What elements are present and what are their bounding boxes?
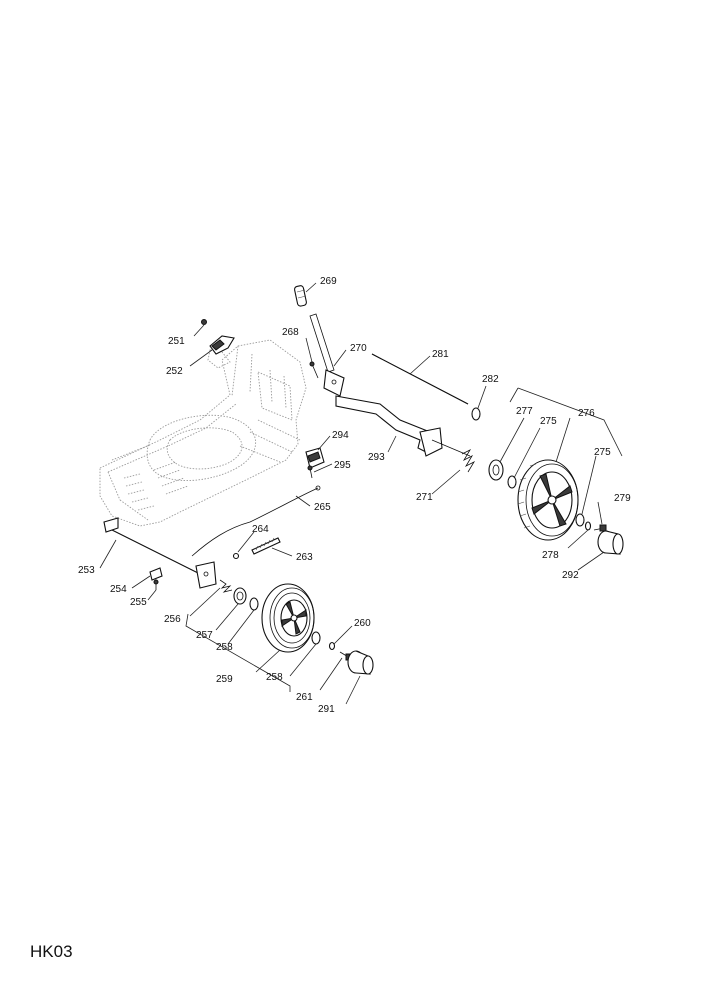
bushing-275b	[575, 513, 585, 527]
part-label-p279: 279	[614, 493, 631, 504]
hubcap-291	[347, 650, 374, 675]
cable-265	[191, 485, 321, 557]
part-label-p254: 254	[110, 584, 127, 595]
washer-260	[328, 641, 336, 651]
height-lever-270	[309, 313, 345, 397]
part-label-p293: 293	[368, 452, 385, 463]
part-label-p275a: 275	[540, 416, 557, 427]
diagram-code: HK03	[30, 942, 73, 961]
nut-251	[201, 319, 207, 325]
spring-256	[219, 579, 233, 593]
part-label-p252: 252	[166, 366, 183, 377]
screw-279	[593, 524, 607, 532]
grip-sleeve-269	[294, 285, 307, 307]
part-label-p263: 263	[296, 552, 313, 563]
front-wheel-259	[261, 583, 315, 653]
pin-268	[309, 361, 319, 379]
bracket-252	[209, 335, 235, 355]
spring-bar-263	[251, 537, 281, 555]
part-label-p268: 268	[282, 327, 299, 338]
part-label-p258b: 258	[266, 672, 283, 683]
bearing-277	[488, 459, 504, 481]
axle-rod-281	[371, 353, 469, 405]
part-label-p264: 264	[252, 524, 269, 535]
part-label-p282: 282	[482, 374, 499, 385]
part-label-p253: 253	[78, 565, 95, 576]
cable-clip-294	[305, 447, 325, 469]
part-label-p269: 269	[320, 276, 337, 287]
part-label-p295: 295	[334, 460, 351, 471]
bushing-258a	[249, 597, 259, 611]
part-label-p294: 294	[332, 430, 349, 441]
part-label-p271: 271	[416, 492, 433, 503]
axle-bracket-293	[335, 395, 471, 457]
part-label-p255: 255	[130, 597, 147, 608]
part-label-p261: 261	[296, 692, 313, 703]
front-axle-253	[103, 517, 217, 589]
mower-deck-outline	[99, 339, 307, 527]
rear-wheel-276	[517, 459, 579, 541]
screw-295	[307, 465, 313, 479]
washer-282	[471, 407, 481, 421]
bushing-258b	[311, 631, 321, 645]
spring-271	[461, 449, 476, 473]
part-label-p257: 257	[196, 630, 213, 641]
screw-264	[232, 552, 240, 560]
part-label-p275b: 275	[594, 447, 611, 458]
part-label-p291: 291	[318, 704, 335, 715]
part-label-p260: 260	[354, 618, 371, 629]
part-label-p292: 292	[562, 570, 579, 581]
hubcap-292	[597, 530, 624, 555]
part-label-p259: 259	[216, 674, 233, 685]
part-label-p277: 277	[516, 406, 533, 417]
leader-lines	[99, 282, 623, 705]
washer-278	[584, 521, 592, 531]
part-label-p265: 265	[314, 502, 331, 513]
part-label-p281: 281	[432, 349, 449, 360]
screw-255	[153, 579, 159, 590]
part-label-p251: 251	[168, 336, 185, 347]
part-label-p278: 278	[542, 550, 559, 561]
part-label-p270: 270	[350, 343, 367, 354]
bearing-257	[233, 587, 247, 605]
part-label-p256: 256	[164, 614, 181, 625]
clip-254	[149, 567, 163, 581]
part-label-p276: 276	[578, 408, 595, 419]
part-label-p258a: 258	[216, 642, 233, 653]
bushing-275a	[507, 475, 517, 489]
part-labels: 269 268 270 281 282 251 252 277 276 275 275 294 295 2…	[78, 276, 631, 715]
